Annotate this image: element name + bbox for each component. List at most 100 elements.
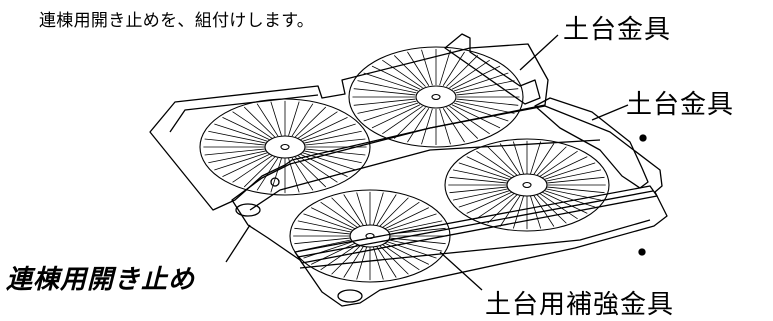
fan-spoke	[204, 138, 265, 146]
fan-disc-2	[199, 98, 371, 196]
fan-spoke	[372, 246, 384, 280]
fan-spoke	[356, 192, 368, 226]
fan-spoke	[305, 138, 366, 146]
fan-spoke	[452, 188, 509, 201]
fan-spoke	[512, 141, 524, 175]
fan-spoke	[449, 186, 508, 194]
fan-spoke	[393, 55, 426, 87]
fan-spoke	[541, 156, 588, 179]
plate-front	[231, 105, 668, 307]
fan-spoke	[499, 195, 521, 227]
fan-spoke	[222, 117, 270, 140]
fan-spoke	[386, 241, 437, 259]
fan-spoke	[512, 195, 524, 229]
base-bracket-right-shape	[534, 97, 649, 189]
fan-spoke	[382, 105, 423, 135]
fan-spoke	[270, 101, 282, 136]
instruction-caption: 連棟用開き止めを、組付けします。	[39, 11, 315, 31]
fan-spoke	[466, 191, 513, 214]
fan-spoke	[407, 108, 430, 143]
fan-spoke	[476, 150, 515, 177]
fan-spoke	[256, 103, 279, 137]
fan-disc-1	[348, 46, 524, 148]
fan-spoke	[543, 190, 596, 208]
fan-spoke	[456, 98, 519, 106]
fan-spoke	[388, 237, 446, 245]
fan-spoke	[456, 88, 519, 96]
fan-spoke	[300, 117, 348, 140]
fan-spoke	[232, 155, 273, 183]
fan-spoke	[451, 65, 501, 90]
fan-spoke	[303, 241, 354, 259]
fan-spoke	[243, 106, 276, 138]
fan-spoke	[320, 201, 358, 228]
fan-spoke	[297, 239, 353, 252]
fan-spoke	[533, 143, 555, 175]
fan-spoke	[458, 190, 511, 208]
fan-spoke	[356, 246, 368, 280]
fan-spoke	[384, 242, 430, 265]
fan-spoke	[294, 106, 327, 138]
fan-spoke	[376, 194, 397, 226]
fan-spoke	[421, 49, 433, 86]
fan-spoke	[384, 207, 430, 230]
fan-disc-4	[289, 189, 451, 283]
fan-spoke	[256, 157, 279, 191]
fan-spoke	[214, 123, 268, 142]
fan-spoke	[539, 150, 578, 177]
fan-spoke	[310, 242, 356, 265]
fan-spoke	[530, 141, 542, 175]
fan-spoke	[372, 192, 384, 226]
fan-spoke	[208, 150, 266, 164]
fan-spoke	[546, 176, 605, 184]
fan-spoke	[539, 193, 578, 220]
fan-spoke	[446, 107, 479, 139]
fan-spoke	[310, 207, 356, 230]
fan-spoke	[455, 80, 515, 94]
fan-spoke	[452, 169, 509, 182]
fan-disc-3	[444, 138, 610, 232]
fan-spoke	[214, 152, 268, 171]
fan-spoke	[297, 220, 353, 233]
fan-spoke	[407, 51, 430, 86]
fan-spoke	[297, 155, 338, 183]
fan-spoke	[449, 105, 490, 135]
fan-spoke	[379, 245, 409, 275]
fan-spoke	[320, 244, 358, 271]
fan-spoke	[304, 150, 362, 164]
fan-spoke	[382, 201, 420, 228]
label-base-bracket-top: 土台金具	[563, 15, 672, 45]
fan-spoke	[382, 59, 423, 89]
fan-spoke	[545, 169, 602, 182]
fan-spoke	[451, 104, 501, 129]
fan-spoke	[487, 146, 518, 176]
fan-spoke	[387, 220, 443, 233]
fan-spoke	[303, 213, 354, 231]
fan-spoke	[331, 245, 361, 275]
fan-spoke	[543, 162, 596, 180]
fan-spoke	[297, 111, 338, 139]
fan-spoke	[453, 72, 509, 92]
fan-spoke	[466, 156, 513, 179]
fan-spoke	[382, 244, 420, 271]
fan-spoke	[442, 108, 465, 143]
fan-spoke	[304, 130, 362, 144]
fan-spoke	[288, 158, 300, 193]
fan-spoke	[533, 195, 555, 227]
fan-spoke	[376, 246, 397, 278]
fan-spoke	[458, 162, 511, 180]
reinforcement-channel	[294, 185, 658, 264]
fan-spoke	[453, 102, 509, 122]
fan-spoke	[288, 101, 300, 136]
fan-spoke	[222, 154, 270, 177]
fan-spoke	[371, 65, 421, 90]
fan-spoke	[449, 176, 508, 184]
fan-spoke	[536, 146, 567, 176]
fan-spoke	[300, 154, 348, 177]
fan-spoke	[421, 108, 433, 145]
fan-spoke	[291, 157, 314, 191]
fan-spoke	[446, 55, 479, 87]
fan-spoke	[343, 194, 364, 226]
fan-spoke	[294, 237, 352, 245]
